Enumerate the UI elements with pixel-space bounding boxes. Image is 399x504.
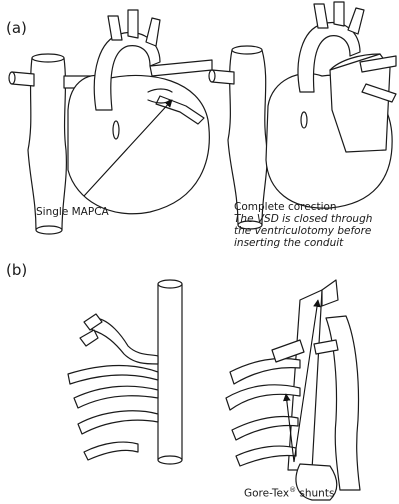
caption-line-3: inserting the conduit [234, 237, 399, 249]
caption-shunts: shunts [296, 488, 334, 500]
caption-title: Complete corection [234, 201, 399, 213]
caption-line-1: The VSD is closed through [234, 213, 399, 225]
heart-single-mapca [9, 10, 212, 234]
panel-label-b: (b) [6, 262, 27, 279]
mapca-unifocalization [68, 280, 182, 464]
panel-label-a: (a) [6, 20, 27, 37]
gore-tex-shunt-repair [226, 280, 360, 500]
caption-complete-correction: Complete corection The VSD is closed thr… [234, 201, 399, 249]
caption-single-mapca: Single MAPCA [36, 206, 109, 218]
caption-gore-tex: Gore-Tex [244, 488, 289, 500]
heart-complete-correction [209, 2, 396, 229]
caption-gore-tex-shunts: Gore-Tex® shunts [244, 486, 334, 500]
registered-mark: ® [289, 486, 296, 494]
caption-line-2: the ventriculotomy before [234, 225, 399, 237]
